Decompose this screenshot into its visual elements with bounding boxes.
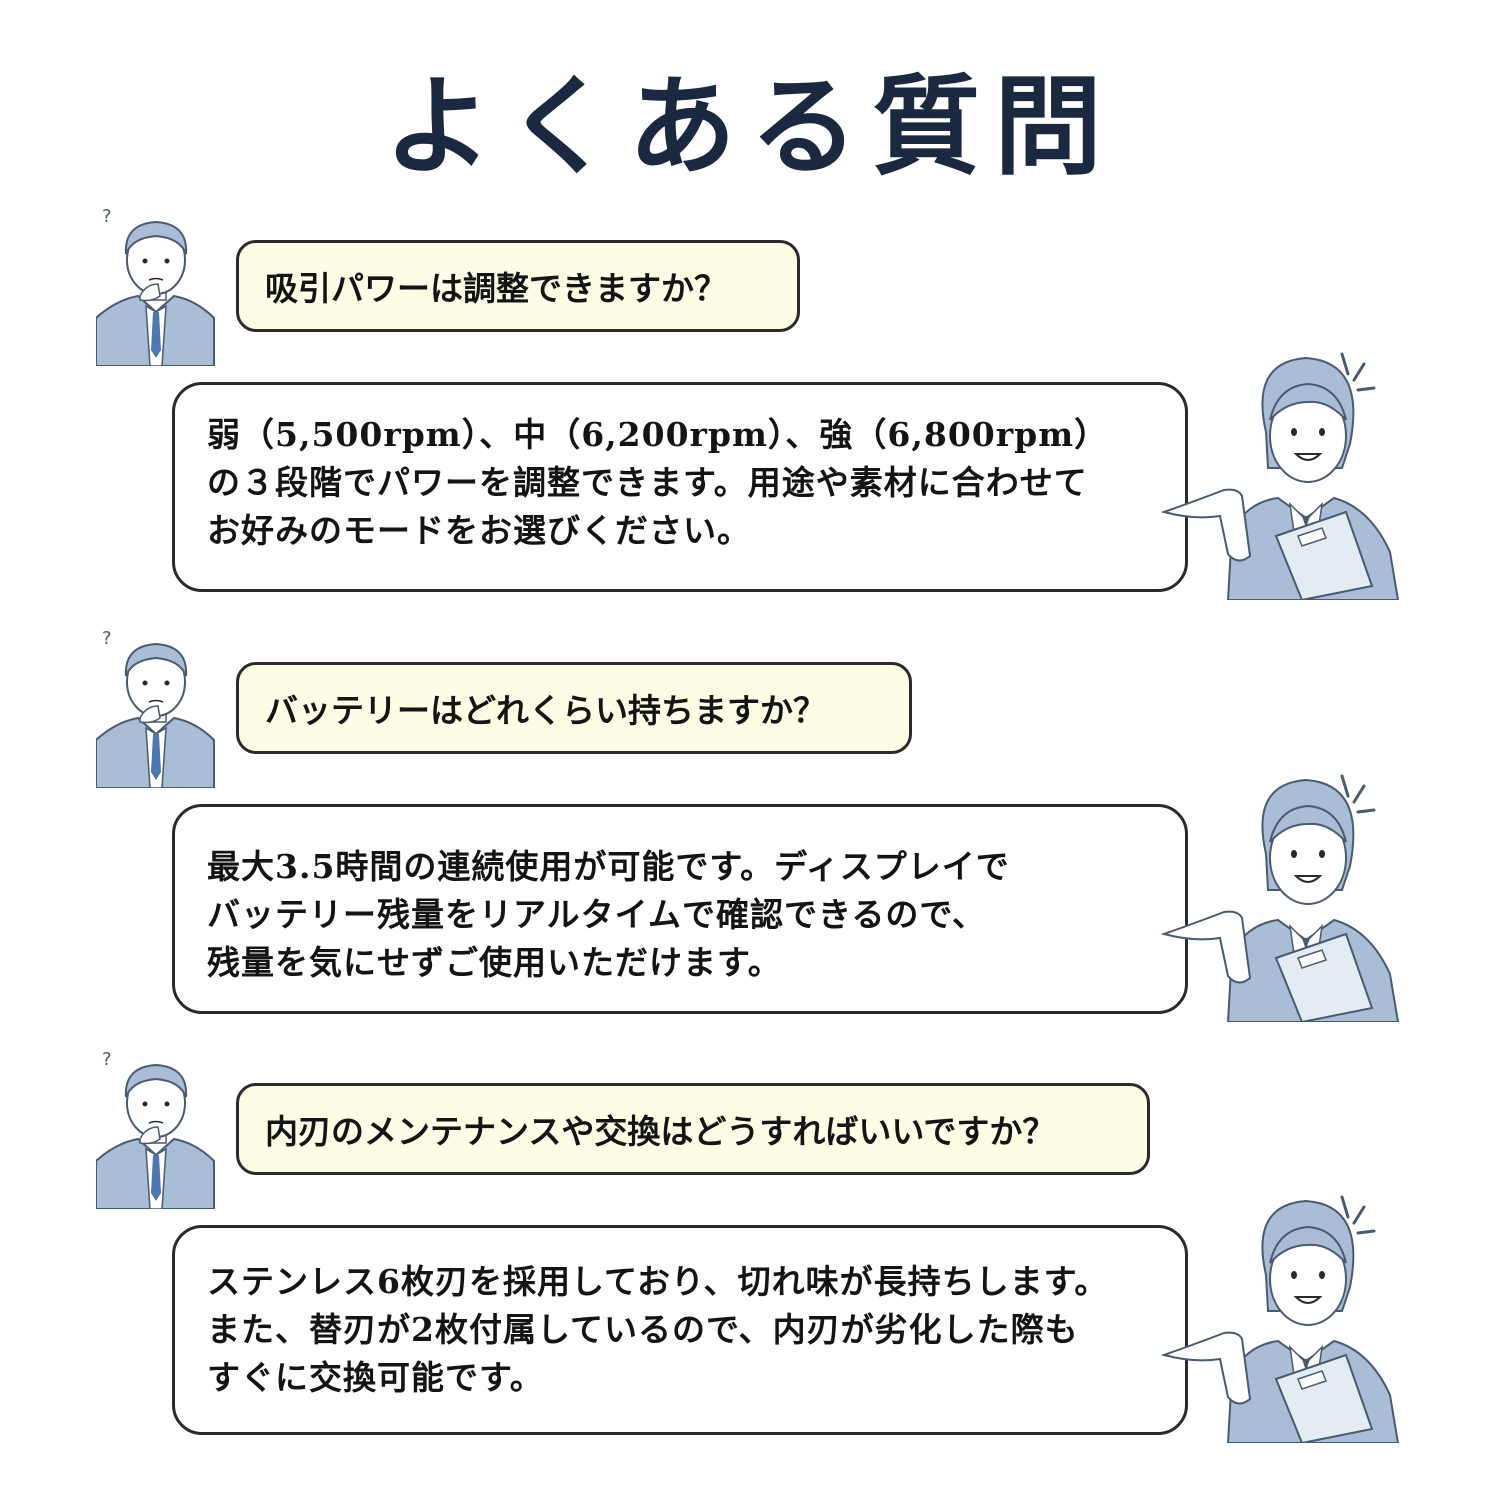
question-text: 内刃のメンテナンスや交換はどうすればいいですか？ [265, 1112, 1056, 1151]
question-text: バッテリーはどれくらい持ちますか？ [265, 691, 826, 730]
pointing-woman-with-clipboard-icon [1160, 774, 1400, 1022]
faq-item: ? 吸引パワーは調整できますか？ 弱（5,500rpm）、中（6,200rpm）… [0, 200, 1500, 600]
faq-item: ? バッテリーはどれくらい持ちますか？ 最大3.5時間の連続使用が可能です。ディ… [0, 622, 1500, 1022]
answer-line: 弱（5,500rpm）、中（6,200rpm）、強（6,800rpm） [207, 415, 1109, 454]
answer-line: お好みのモードをお選びください。 [207, 511, 751, 550]
pointing-woman-with-clipboard-icon [1160, 352, 1400, 600]
question-bubble: バッテリーはどれくらい持ちますか？ [236, 662, 912, 754]
answer-line: 残量を気にせずご使用いただけます。 [207, 943, 782, 982]
answer-bubble: 最大3.5時間の連続使用が可能です。ディスプレイで バッテリー残量をリアルタイム… [172, 804, 1188, 1014]
question-bubble: 内刃のメンテナンスや交換はどうすればいいですか？ [236, 1083, 1150, 1175]
thinking-businessman-icon: ? [96, 1049, 215, 1209]
svg-text:?: ? [102, 206, 112, 227]
answer-bubble: 弱（5,500rpm）、中（6,200rpm）、強（6,800rpm） の３段階… [172, 382, 1188, 592]
answer-line: 最大3.5時間の連続使用が可能です。ディスプレイで [207, 847, 1010, 886]
answer-line: すぐに交換可能です。 [207, 1358, 544, 1397]
pointing-woman-with-clipboard-icon [1160, 1195, 1400, 1443]
svg-text:?: ? [102, 1049, 112, 1070]
thinking-businessman-icon: ? [96, 206, 215, 366]
svg-text:?: ? [102, 628, 112, 649]
question-bubble: 吸引パワーは調整できますか？ [236, 240, 800, 332]
page-title: よくある質問 [383, 64, 1116, 190]
thinking-businessman-icon: ? [96, 628, 215, 788]
answer-line: また、替刃が2枚付属しているので、内刃が劣化した際も [207, 1310, 1079, 1349]
answer-bubble: ステンレス6枚刃を採用しており、切れ味が長持ちします。 また、替刃が2枚付属して… [172, 1225, 1188, 1435]
answer-line: の３段階でパワーを調整できます。用途や素材に合わせて [207, 463, 1088, 502]
answer-line: ステンレス6枚刃を採用しており、切れ味が長持ちします。 [207, 1262, 1109, 1301]
faq-item: ? 内刃のメンテナンスや交換はどうすればいいですか？ ステンレス6枚刃を採用して… [0, 1043, 1500, 1443]
question-text: 吸引パワーは調整できますか？ [265, 269, 727, 308]
answer-line: バッテリー残量をリアルタイムで確認できるので、 [207, 895, 987, 934]
